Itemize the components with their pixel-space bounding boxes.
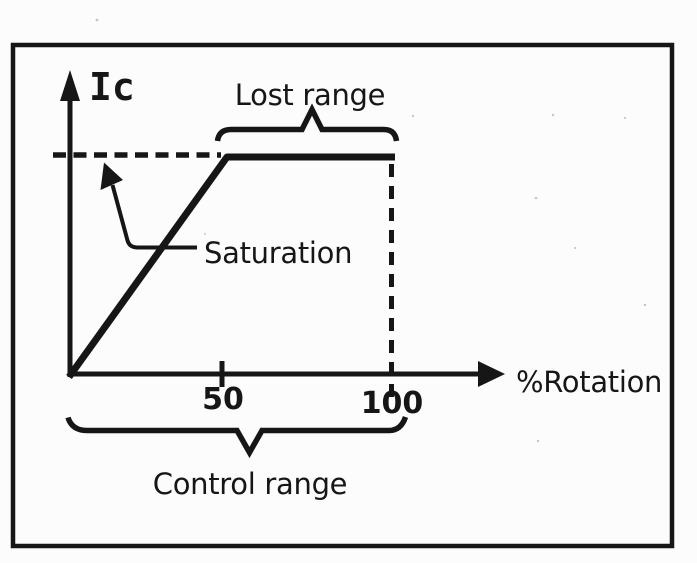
control-range-brace [65, 416, 409, 459]
lost-range-brace [214, 103, 400, 142]
figure-border [10, 42, 675, 549]
x-tick-label-50: 50 [202, 382, 244, 417]
lost-range-label: Lost range [234, 78, 386, 112]
ic-response-curve [66, 153, 395, 380]
saturation-leader-line [110, 184, 197, 250]
x-tick-label-100: 100 [360, 386, 424, 421]
control-range-label: Control range [152, 467, 348, 501]
saturation-label: Saturation [204, 236, 353, 270]
scan-noise [95, 18, 647, 443]
y-axis-arrowhead-icon [60, 70, 80, 101]
x-axis-label: %Rotation [516, 365, 663, 399]
saturation-arrowhead-icon [100, 162, 123, 190]
x-axis-arrowhead-icon [478, 361, 505, 387]
y-axis-label: Ic [89, 65, 135, 109]
